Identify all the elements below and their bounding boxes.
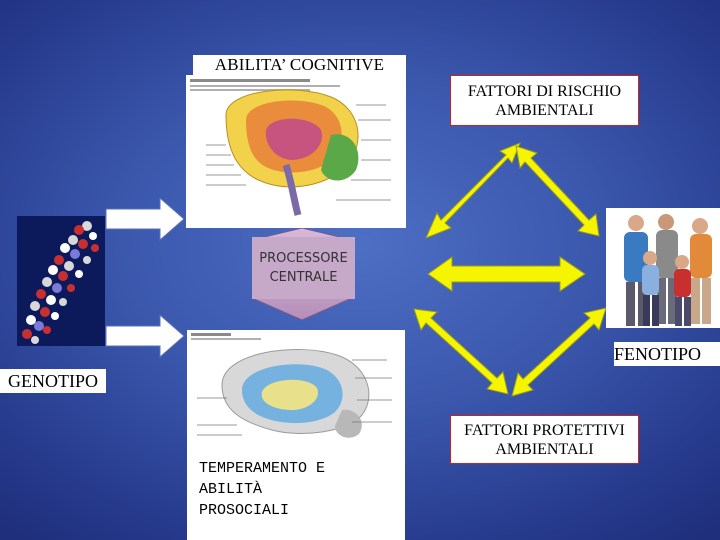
arrow-yellow-risk-to-brain: [425, 142, 521, 239]
brain-sagittal-image: [186, 75, 406, 228]
risk-factors-box: FATTORI DI RISCHIO AMBIENTALI: [450, 75, 639, 126]
risk-line-1: FATTORI DI RISCHIO: [467, 82, 622, 100]
family-image: [606, 208, 720, 328]
dna-molecule-icon: [17, 216, 105, 346]
limbic-system-icon: [187, 330, 405, 454]
processor-line-2: CENTRALE: [269, 270, 338, 285]
risk-line-2: AMBIENTALI: [495, 101, 594, 119]
family-photo-icon: [606, 208, 720, 328]
temperament-box: TEMPERAMENTO E ABILITÀ PROSOCIALI: [187, 454, 405, 540]
temperament-line-3: PROSOCIALI: [199, 502, 290, 519]
protect-line-2: AMBIENTALI: [495, 440, 594, 458]
arrow-yellow-risk-to-family: [515, 145, 600, 237]
arrow-yellow-horizontal: [427, 256, 586, 292]
dna-image: [17, 216, 105, 346]
arrow-risk-cognitive: [0, 0, 110, 20]
arrow-yellow-brain-to-protect: [413, 308, 509, 395]
phenotype-label: FENOTIPO: [614, 342, 720, 366]
central-processor-box: PROCESSORE CENTRALE: [252, 237, 355, 299]
arrow-yellow-protect-to-family: [511, 307, 607, 397]
arrow-genotype-to-cognitive: [105, 196, 185, 242]
arrow-genotype-to-temperament: [105, 313, 185, 359]
brain-sagittal-icon: [186, 75, 406, 228]
protective-factors-box: FATTORI PROTETTIVI AMBIENTALI: [450, 415, 639, 464]
processor-line-1: PROCESSORE: [259, 251, 348, 266]
genotype-label: GENOTIPO: [0, 369, 106, 393]
limbic-system-image: [187, 330, 405, 454]
cognitive-title: ABILITA’ COGNITIVE: [193, 55, 406, 75]
protect-line-1: FATTORI PROTETTIVI: [464, 421, 625, 439]
temperament-line-2: ABILITÀ: [199, 481, 263, 498]
temperament-line-1: TEMPERAMENTO E: [199, 460, 326, 477]
